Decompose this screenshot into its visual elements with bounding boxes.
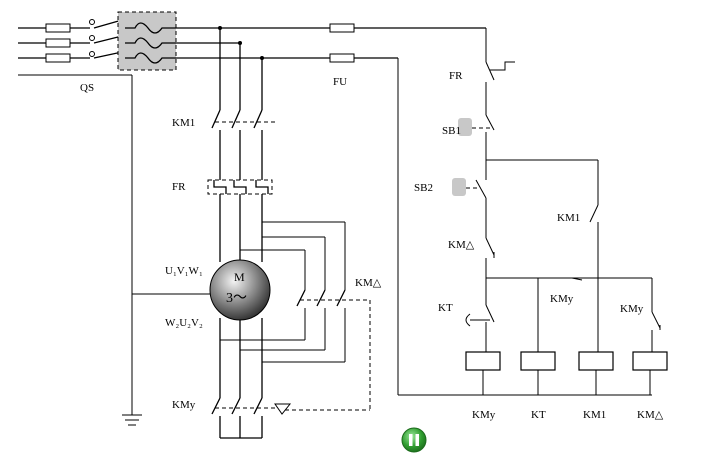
kmy-ctrl-label-b: KMy — [620, 303, 644, 315]
coil-kt-label: KT — [531, 409, 546, 421]
kmy-ctrl-label-a: KMy — [550, 293, 574, 305]
motor-letter: M — [234, 270, 245, 284]
wuv2-label: W₂U₂V₂ — [165, 317, 203, 329]
fr-ctrl-label: FR — [449, 70, 463, 82]
sb1-label: SB1 — [442, 125, 461, 137]
qs-label: QS — [80, 82, 94, 94]
qs-switch: QS — [80, 11, 177, 94]
km-delta-main-label: KM△ — [355, 277, 382, 289]
km1-ctrl-label: KM1 — [557, 212, 580, 224]
fr-main-label: FR — [172, 181, 186, 193]
kt-ctrl-label: KT — [438, 302, 453, 314]
fu-label: FU — [333, 76, 347, 88]
supply-lines — [18, 19, 142, 426]
km1-main-label: KM1 — [172, 117, 195, 129]
coil-km1-label: KM1 — [583, 409, 606, 421]
pause-button[interactable] — [401, 427, 427, 453]
coil-km-delta — [632, 351, 668, 371]
kmy-main-label: KMy — [172, 399, 196, 411]
main-circuit: KM1 FR KM△ M 3～ U₁V₁W₁ — [132, 26, 486, 439]
motor-symbol — [209, 259, 271, 321]
coil-kmy-label: KMy — [472, 409, 496, 421]
motor-phase: 3～ — [226, 291, 247, 306]
km-delta-ctrl-label: KM△ — [448, 239, 475, 251]
control-circuit: FU FR SB1 SB2 KM1 KM△ — [329, 23, 668, 421]
coil-km-delta-label: KM△ — [637, 409, 664, 421]
pause-button-icon[interactable] — [401, 427, 427, 453]
uvw1-label: U₁V₁W₁ — [165, 265, 203, 277]
coil-kt — [520, 351, 556, 371]
coil-kmy — [465, 351, 501, 371]
sb2-label: SB2 — [414, 182, 433, 194]
coil-km1 — [578, 351, 614, 371]
